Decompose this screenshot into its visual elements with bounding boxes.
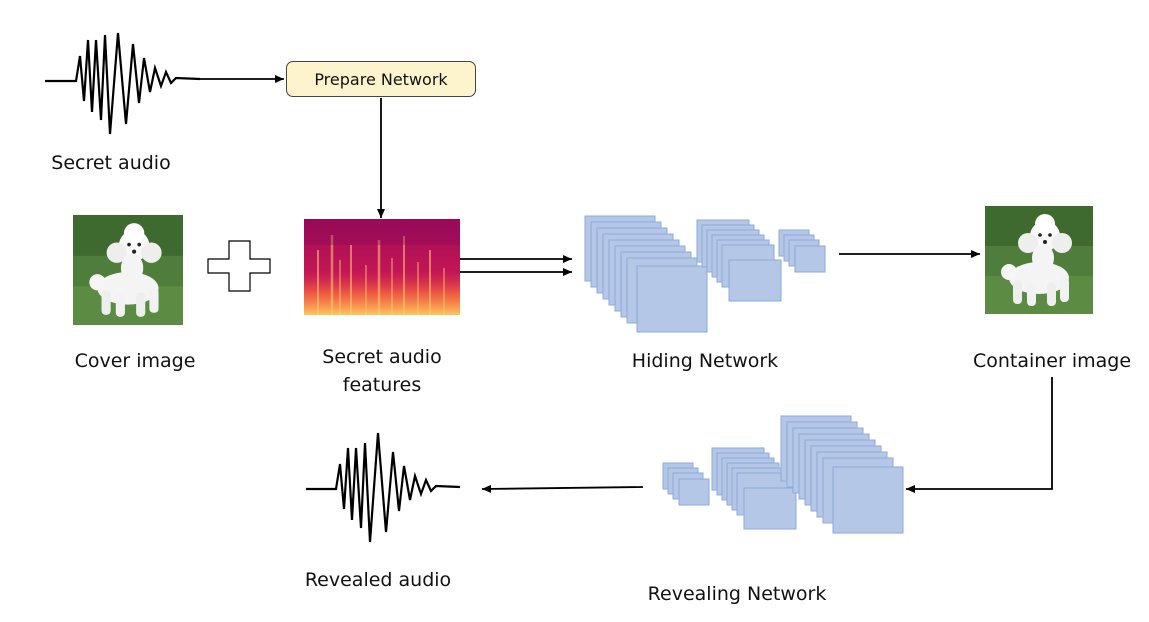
- prepare-network-box: Prepare Network: [286, 61, 476, 97]
- revealing-stack-3: [780, 415, 904, 534]
- container-image-label: Container image: [972, 350, 1132, 372]
- hiding-stack-1: [584, 215, 708, 333]
- hiding-network-layers: [584, 215, 826, 333]
- cover-image-label: Cover image: [74, 350, 196, 372]
- prepare-network-label: Prepare Network: [314, 69, 448, 89]
- hiding-network-label: Hiding Network: [631, 350, 779, 372]
- revealing-stack-2: [711, 447, 797, 530]
- secret-audio-label: Secret audio: [51, 152, 171, 174]
- secret-audio-waveform-icon: [45, 32, 201, 135]
- revealing-network-label: Revealing Network: [647, 583, 827, 605]
- plus-icon: [207, 240, 271, 292]
- revealing-to-audio-arrow: [481, 484, 644, 493]
- revealing-stack-1: [662, 462, 710, 506]
- secret-features-label-line2: features: [342, 374, 422, 396]
- container-image-photo: [985, 206, 1093, 314]
- hiding-stack-3: [778, 229, 826, 273]
- revealing-network-layers: [662, 415, 904, 534]
- secret-audio-features-spectrogram: [304, 219, 460, 315]
- secret-features-label-line1: Secret audio: [322, 346, 442, 368]
- cover-image-photo: [73, 215, 183, 325]
- container-to-revealing-arrow: [906, 377, 1053, 493]
- hiding-stack-2: [696, 219, 782, 302]
- revealed-audio-waveform-icon: [306, 432, 461, 543]
- revealed-audio-label: Revealed audio: [304, 569, 452, 591]
